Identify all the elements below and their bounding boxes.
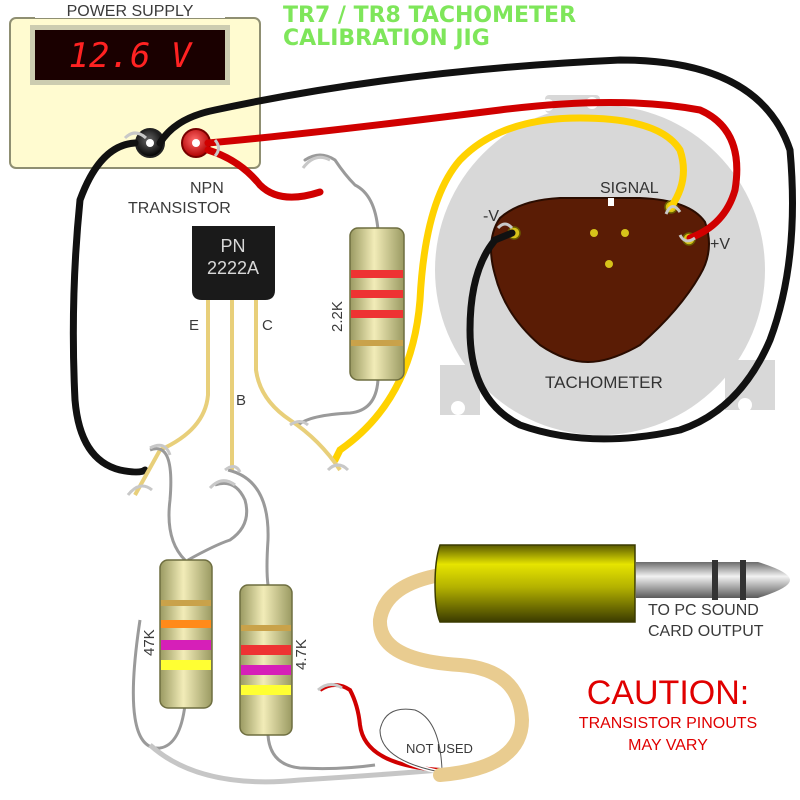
resistor-47k-body xyxy=(159,559,213,709)
lead-base-47k xyxy=(187,481,249,562)
signal-label: SIGNAL xyxy=(600,180,659,197)
jack-label-2: CARD OUTPUT xyxy=(648,623,764,640)
terminal-hole xyxy=(192,139,200,147)
resistor-2k2: 2.2K xyxy=(329,227,405,381)
mount-hole-icon xyxy=(738,398,752,412)
jack-body xyxy=(434,544,636,623)
band-2 xyxy=(351,290,403,298)
wire-red-pos xyxy=(204,99,741,242)
lead-2k2-bottom xyxy=(296,368,380,427)
transistor-marking-2: 2222A xyxy=(207,258,259,278)
band-1 xyxy=(241,645,291,655)
plug-ring xyxy=(712,560,718,600)
display-window xyxy=(35,30,225,80)
pin-unused xyxy=(621,229,629,237)
wire-yellow-signal xyxy=(331,114,687,464)
band-3 xyxy=(161,660,211,670)
resistor-4k7: 4.7K xyxy=(239,584,310,736)
lead-2k2-top xyxy=(303,153,380,232)
pos-v-label: +V xyxy=(710,236,730,253)
label-backing xyxy=(35,0,225,18)
jack-tip xyxy=(758,562,790,598)
pin-c-label: C xyxy=(262,317,273,334)
caution-line-1: TRANSISTOR PINOUTS xyxy=(579,715,757,732)
band-1 xyxy=(161,620,211,628)
caution-heading: CAUTION: xyxy=(587,674,749,712)
wire-white-outline xyxy=(379,708,443,773)
transistor-body xyxy=(192,226,275,300)
voltage-readout: 12.6 V xyxy=(69,36,193,76)
power-supply-label: POWER SUPPLY xyxy=(67,3,194,20)
tachometer: SIGNAL -V +V TACHOMETER xyxy=(435,95,775,435)
band-3 xyxy=(351,310,403,318)
band-2 xyxy=(241,665,291,675)
lead-47k-top xyxy=(149,447,187,562)
pin-b-label: B xyxy=(236,392,246,409)
band-tol xyxy=(241,625,291,631)
plug-ring xyxy=(740,560,746,600)
wire-black-emitter xyxy=(69,139,149,476)
lead-4k7-bottom xyxy=(266,734,376,771)
band-tol xyxy=(351,340,403,346)
resistor-2k2-body xyxy=(349,227,405,381)
wire-black-tach xyxy=(156,56,796,443)
terminal-hole xyxy=(146,139,154,147)
wire-hooks xyxy=(123,131,696,692)
tachometer-label: TACHOMETER xyxy=(545,373,663,392)
band-3 xyxy=(241,685,291,695)
power-supply: 12.6 V POWER SUPPLY xyxy=(9,0,261,169)
leg-collector xyxy=(254,298,342,472)
transistor-heading-1: NPN xyxy=(190,180,224,197)
resistor-47k: 47K xyxy=(141,559,213,709)
resistor-4k7-body xyxy=(239,584,293,736)
band-2 xyxy=(161,640,211,650)
resistor-2k2-label: 2.2K xyxy=(329,301,346,332)
title-line-1: TR7 / TR8 TACHOMETER xyxy=(283,3,576,28)
tachometer-connector-body xyxy=(490,197,710,364)
neg-v-label: -V xyxy=(483,208,499,225)
pin-unused xyxy=(605,260,613,268)
lead-base-4k7 xyxy=(227,468,270,586)
pin-unused xyxy=(590,229,598,237)
transistor-marking-1: PN xyxy=(220,236,245,256)
resistor-47k-label: 47K xyxy=(141,629,158,656)
audio-cable xyxy=(373,568,530,782)
pin-e-label: E xyxy=(189,317,199,334)
wire-gray-ground xyxy=(148,743,441,785)
mount-hole-icon xyxy=(451,401,465,415)
resistor-4k7-label: 4.7K xyxy=(293,639,310,670)
title-line-2: CALIBRATION JIG xyxy=(283,26,490,51)
band-1 xyxy=(351,270,403,278)
audio-jack: TO PC SOUND CARD OUTPUT xyxy=(434,544,790,640)
transistor-heading-2: TRANSISTOR xyxy=(128,200,231,217)
jack-plug xyxy=(636,562,758,598)
wire-red-resistor xyxy=(204,146,324,201)
connector-key xyxy=(608,198,614,206)
band-tol xyxy=(161,600,211,606)
not-used-label: NOT USED xyxy=(406,741,473,756)
caution-line-2: MAY VARY xyxy=(628,737,708,754)
transistor: NPN TRANSISTOR PN 2222A E B C xyxy=(128,180,275,409)
jack-label-1: TO PC SOUND xyxy=(648,602,759,619)
